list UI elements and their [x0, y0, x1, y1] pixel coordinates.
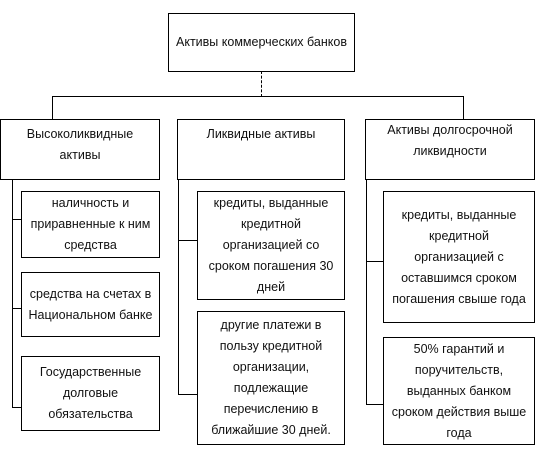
item-text: другие платежи в пользу кредитной органи… — [211, 318, 331, 437]
root-connector — [261, 71, 262, 97]
col3-branch-2 — [366, 404, 384, 405]
column-title: Высоколиквидные активы — [26, 127, 134, 162]
col2-spine — [178, 180, 179, 395]
item-loans-30-days: кредиты, выданные кредитной организацией… — [197, 191, 345, 300]
column-title: Ликвидные активы — [206, 127, 316, 141]
col1-branch-3 — [12, 407, 22, 408]
column-header-liquid: Ликвидные активы — [177, 119, 345, 180]
col1-spine — [12, 180, 13, 408]
column-header-high-liquidity: Высоколиквидные активы — [0, 119, 160, 180]
col3-spine — [366, 180, 367, 405]
col1-branch-1 — [12, 219, 22, 220]
col1-drop-line — [52, 96, 53, 120]
column-header-long-term: Активы долгосрочной ликвидности — [365, 119, 535, 180]
item-text: кредиты, выданные кредитной организацией… — [208, 196, 334, 294]
item-text: наличность и приравненные к ним средства — [30, 196, 151, 252]
item-text: кредиты, выданные кредитной организацией… — [392, 207, 526, 306]
col2-branch-2 — [178, 394, 198, 395]
item-guarantees: 50% гарантий и поручительств, выданных б… — [383, 337, 535, 445]
item-text: 50% гарантий и поручительств, выданных б… — [391, 341, 527, 440]
top-horizontal-line — [52, 96, 464, 97]
col3-drop-line — [463, 96, 464, 120]
item-national-bank-accounts: средства на счетах в Национальном банке — [21, 272, 160, 337]
item-other-payments: другие платежи в пользу кредитной органи… — [197, 311, 345, 445]
item-government-bonds: Государственные долговые обязательства — [21, 356, 160, 431]
item-loans-over-year: кредиты, выданные кредитной организацией… — [383, 191, 535, 323]
col3-branch-1 — [366, 261, 384, 262]
item-text: Государственные долговые обязательства — [39, 365, 142, 421]
col2-branch-1 — [178, 240, 198, 241]
item-cash: наличность и приравненные к ним средства — [21, 191, 160, 258]
root-node: Активы коммерческих банков — [168, 13, 355, 72]
root-label: Активы коммерческих банков — [176, 35, 347, 49]
col1-branch-2 — [12, 308, 22, 309]
column-title: Активы долгосрочной ликвидности — [387, 123, 513, 158]
item-text: средства на счетах в Национальном банке — [28, 286, 153, 322]
